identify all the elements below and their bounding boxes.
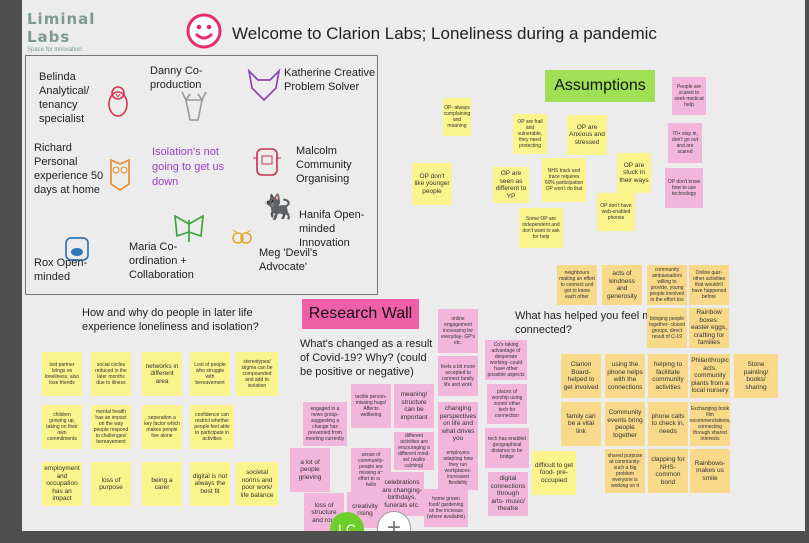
assumptions-header[interactable]: Assumptions — [545, 70, 655, 102]
sticky-note[interactable]: Rainbow boxes: easter eggs, crafting for… — [689, 308, 729, 348]
user-avatar[interactable]: LC — [330, 512, 364, 531]
sticky-note[interactable]: mental health has an impact on the way p… — [91, 405, 131, 449]
sticky-note[interactable]: home grown food/ gardening on the increa… — [424, 489, 468, 527]
sticky-note[interactable]: acts of kindness and generosity — [602, 265, 642, 305]
sticky-note[interactable]: seperation a key factor which makes peop… — [142, 405, 182, 449]
sticky-note[interactable]: confidence can restrict whether people f… — [190, 405, 234, 449]
sticky-note[interactable]: employers adapting how they run workplac… — [438, 446, 478, 490]
sticky-note[interactable]: online engagement increasing for everyda… — [438, 309, 478, 353]
sticky-note[interactable]: difficult to get food- pre-occupied — [532, 451, 576, 495]
sticky-note[interactable]: OP don't know how to use technology — [665, 168, 703, 208]
dog-icon — [65, 237, 89, 261]
sticky-note[interactable]: bringing people together- closed groups,… — [647, 308, 687, 348]
sticky-note[interactable]: Online quiz- other activities that would… — [689, 265, 729, 305]
sticky-note[interactable]: family can be a vital link — [561, 402, 601, 446]
sticky-note[interactable]: Exchanging book film recommendations, co… — [689, 402, 731, 446]
sticky-note[interactable]: stereotypes/ stigma can be compounded an… — [236, 352, 278, 396]
sticky-note[interactable]: digital connections through arts- music/… — [488, 472, 528, 516]
team-member-maria: Maria Co-ordination + Collaboration — [129, 241, 194, 281]
sticky-note[interactable]: places of worship using zoom/ other tech… — [487, 384, 527, 424]
team-member-malcolm: Malcolm Community Organising — [296, 145, 352, 185]
sticky-note[interactable]: a lot of people grieving — [290, 448, 330, 492]
team-quote: Isolation's not going to get us down — [152, 146, 225, 188]
sticky-note[interactable]: celebrations are changing- birthdays, fu… — [380, 472, 424, 516]
sticky-note[interactable]: OP are frail and vulnerable, they need p… — [513, 114, 547, 154]
team-member-danny: Danny Co-production — [150, 65, 203, 91]
sticky-note[interactable]: Some OP are independent and don't want t… — [519, 208, 563, 248]
sticky-note[interactable]: Rainbows- makes us smile — [690, 449, 730, 493]
penguin-icon — [108, 86, 128, 117]
team-member-belinda: Belinda Analytical/ tenancy specialist — [39, 71, 90, 125]
research-wall-header[interactable]: Research Wall — [302, 299, 419, 329]
sticky-note[interactable]: engaged in a news group- suggesting a ch… — [303, 402, 347, 446]
sticky-note[interactable]: community ambassadors willing to provide… — [647, 265, 687, 305]
sticky-note[interactable]: societal norms and poor work/ life balan… — [236, 462, 278, 506]
sticky-note[interactable]: Co's taking advantage of desperate worki… — [485, 340, 527, 380]
sticky-note[interactable]: social circles reduced in the later mont… — [91, 352, 131, 396]
sticky-note[interactable]: 70+ stay in, don't go out and are scared — [668, 123, 702, 163]
sticky-note[interactable]: Philanthropic acts, community plants fro… — [690, 354, 730, 398]
sticky-note[interactable]: phone calls to check in, needs — [648, 402, 688, 446]
butterfly-icon — [173, 214, 205, 242]
sticky-note[interactable]: OP are Anxious and stressed — [567, 115, 607, 155]
sticky-note[interactable]: lost partner brings on loneliness, also … — [42, 352, 82, 396]
sticky-note[interactable]: clapping for NHS- common bond — [648, 449, 688, 493]
sticky-note[interactable]: digital is not always the best fit — [190, 462, 230, 506]
smiley-face-icon — [186, 13, 222, 49]
team-member-meg: Meg 'Devil's Advocate' — [259, 247, 318, 273]
sticky-note[interactable]: being a carer — [142, 462, 182, 506]
sticky-note[interactable]: Clarion Board- helped to get involved — [561, 354, 601, 398]
sticky-note[interactable]: networks in different area — [142, 352, 182, 396]
sticky-note[interactable]: OP don't have web-enabled phones — [597, 193, 635, 231]
sticky-note[interactable]: People are scared to seek medical help — [672, 77, 706, 115]
team-member-rox: Rox Open-minded — [34, 257, 88, 283]
deer-icon — [181, 91, 207, 121]
sticky-note[interactable]: OP are stuck in their ways — [617, 153, 651, 193]
sticky-note[interactable]: children growing up, taking on their own… — [42, 405, 82, 449]
owl-icon — [232, 229, 252, 244]
sticky-note[interactable]: shared purpose at community- such a big … — [605, 449, 645, 493]
bottom-bar — [0, 531, 809, 543]
logo: Liminal Labs Space for innovation — [27, 10, 137, 53]
sticky-note[interactable]: Stone painting/ books/ sharing — [734, 354, 778, 398]
sticky-note[interactable]: tactile person- missing hugs! Affects we… — [351, 384, 391, 428]
sticky-note[interactable]: meaning/ structure can be important — [394, 384, 434, 428]
whiteboard-canvas[interactable]: Liminal Labs Space for innovation Welcom… — [22, 0, 805, 531]
cat-icon: 🐈‍⬛ — [262, 194, 292, 221]
robot-icon — [253, 148, 281, 176]
page-title: Welcome to Clarion Labs; Loneliness duri… — [232, 24, 657, 43]
owl-icon — [110, 158, 130, 191]
sticky-note[interactable]: helping to facilitate community activiti… — [648, 354, 688, 398]
team-member-richard: Richard Personal experience 50 days at h… — [34, 142, 104, 196]
sticky-note[interactable]: changing perspectives on life and what d… — [438, 402, 478, 446]
question-how-why: How and why do people in later life expe… — [82, 307, 259, 333]
question-helped: What has helped you feel more connected? — [515, 310, 668, 336]
logo-name: Liminal Labs — [27, 10, 96, 46]
question-covid: What's changed as a result of Covid-19? … — [300, 338, 433, 378]
sticky-note[interactable]: OP don't like younger people — [412, 163, 452, 205]
team-member-katherine: Katherine Creative Problem Solver — [284, 67, 376, 93]
sticky-note[interactable]: NHS track and trace requires 60% partici… — [542, 158, 586, 202]
sticky-note[interactable]: loss of purpose — [91, 462, 131, 506]
sticky-note[interactable]: feels a bit more accepted to connect fam… — [438, 356, 478, 396]
sticky-note[interactable]: different activities are encouraging a d… — [394, 432, 434, 470]
sticky-note[interactable]: using the phone helps with the connectio… — [605, 354, 645, 398]
sticky-note[interactable]: Lost of people who struggle with bereave… — [190, 352, 230, 396]
sticky-note[interactable]: tech has enabled geographical distance t… — [485, 428, 529, 468]
sticky-note[interactable]: employment and occupation has an impact — [42, 462, 82, 506]
sticky-note[interactable]: Community events bring people together — [605, 402, 645, 446]
logo-tagline: Space for innovation — [27, 47, 82, 53]
team-member-hanifa: Hanifa Open-minded Innovation — [299, 209, 365, 249]
sticky-note[interactable]: neighbours making an effort to connect a… — [557, 265, 597, 305]
fox-icon — [247, 68, 281, 102]
sticky-note[interactable]: OP- always complaining and moaning — [443, 98, 471, 136]
team-panel[interactable]: Belinda Analytical/ tenancy specialist D… — [25, 55, 378, 295]
sticky-note[interactable]: OP are seen as different to YP — [493, 167, 529, 203]
